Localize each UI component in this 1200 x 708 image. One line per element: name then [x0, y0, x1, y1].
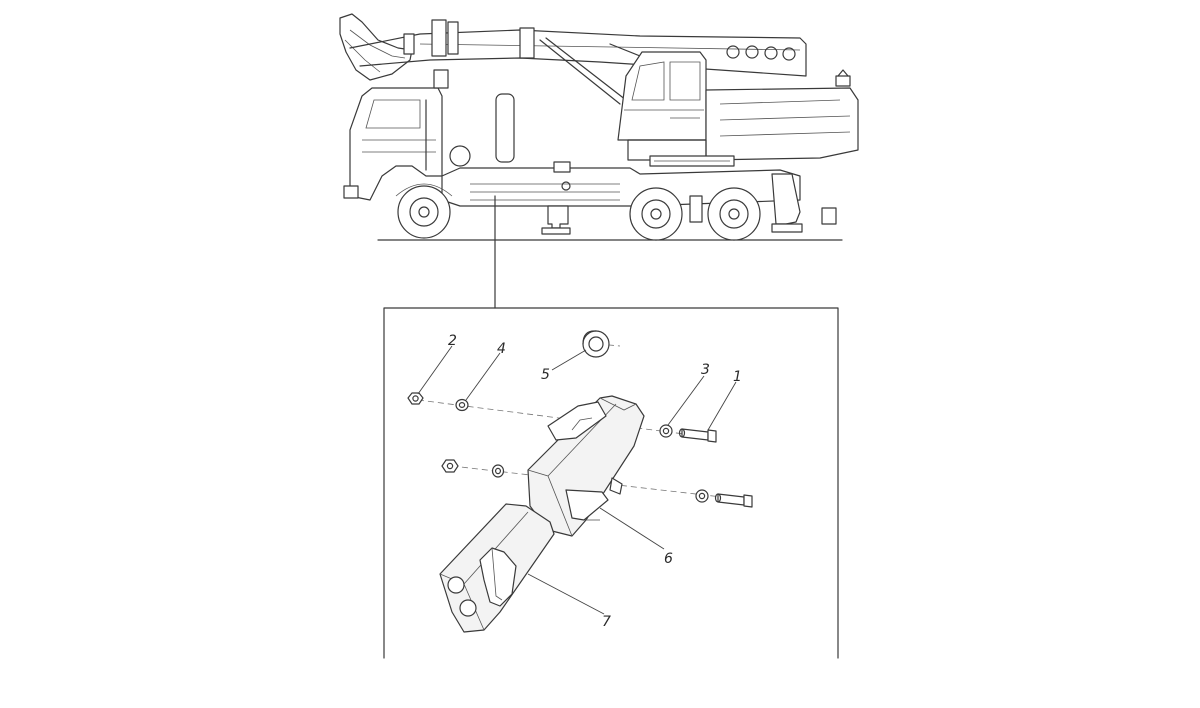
callout-leaders [417, 345, 737, 615]
lower-washer-right [695, 489, 709, 503]
front-wheel [395, 183, 453, 239]
leader-3 [667, 375, 705, 426]
lower-washer-left [491, 464, 505, 478]
leader-6 [599, 507, 665, 550]
detail-frame [383, 307, 839, 659]
lower-bolt [714, 493, 753, 508]
leader-1 [707, 381, 737, 431]
turntable-body [627, 87, 859, 167]
callout-labels: 2 4 5 3 1 6 7 [448, 333, 742, 630]
part-4-washer [455, 398, 469, 412]
outrigger-legs [541, 173, 837, 235]
callout-7: 7 [602, 614, 611, 630]
leader-4 [465, 352, 501, 401]
callout-2: 2 [448, 333, 457, 349]
spare-wheel [495, 93, 515, 163]
truck-cab [343, 69, 449, 201]
bucket-drawing [339, 13, 413, 81]
tank-cylinder [449, 145, 471, 167]
leader-5 [551, 349, 587, 371]
callout-3: 3 [701, 362, 710, 378]
leader-2 [417, 345, 453, 395]
rear-wheel-1 [629, 187, 683, 241]
exploded-parts [407, 330, 753, 633]
callout-6: 6 [664, 551, 673, 567]
rear-wheel-2 [707, 187, 761, 241]
part-5-bushing [582, 330, 610, 358]
part-3-washer [659, 424, 673, 438]
part-2-nut [407, 392, 424, 405]
lower-nut [441, 459, 459, 473]
leader-7 [527, 573, 605, 615]
part-7-leg [439, 503, 555, 633]
truck-crane-illustration [339, 13, 859, 241]
callout-4: 4 [497, 341, 506, 357]
chassis-frame [441, 161, 801, 207]
axle-housing [689, 195, 703, 223]
callout-1: 1 [733, 369, 742, 385]
callout-5: 5 [541, 367, 550, 383]
part-1-bolt [678, 428, 717, 443]
part-6-housing [527, 395, 645, 537]
boom-drawing [349, 19, 807, 105]
